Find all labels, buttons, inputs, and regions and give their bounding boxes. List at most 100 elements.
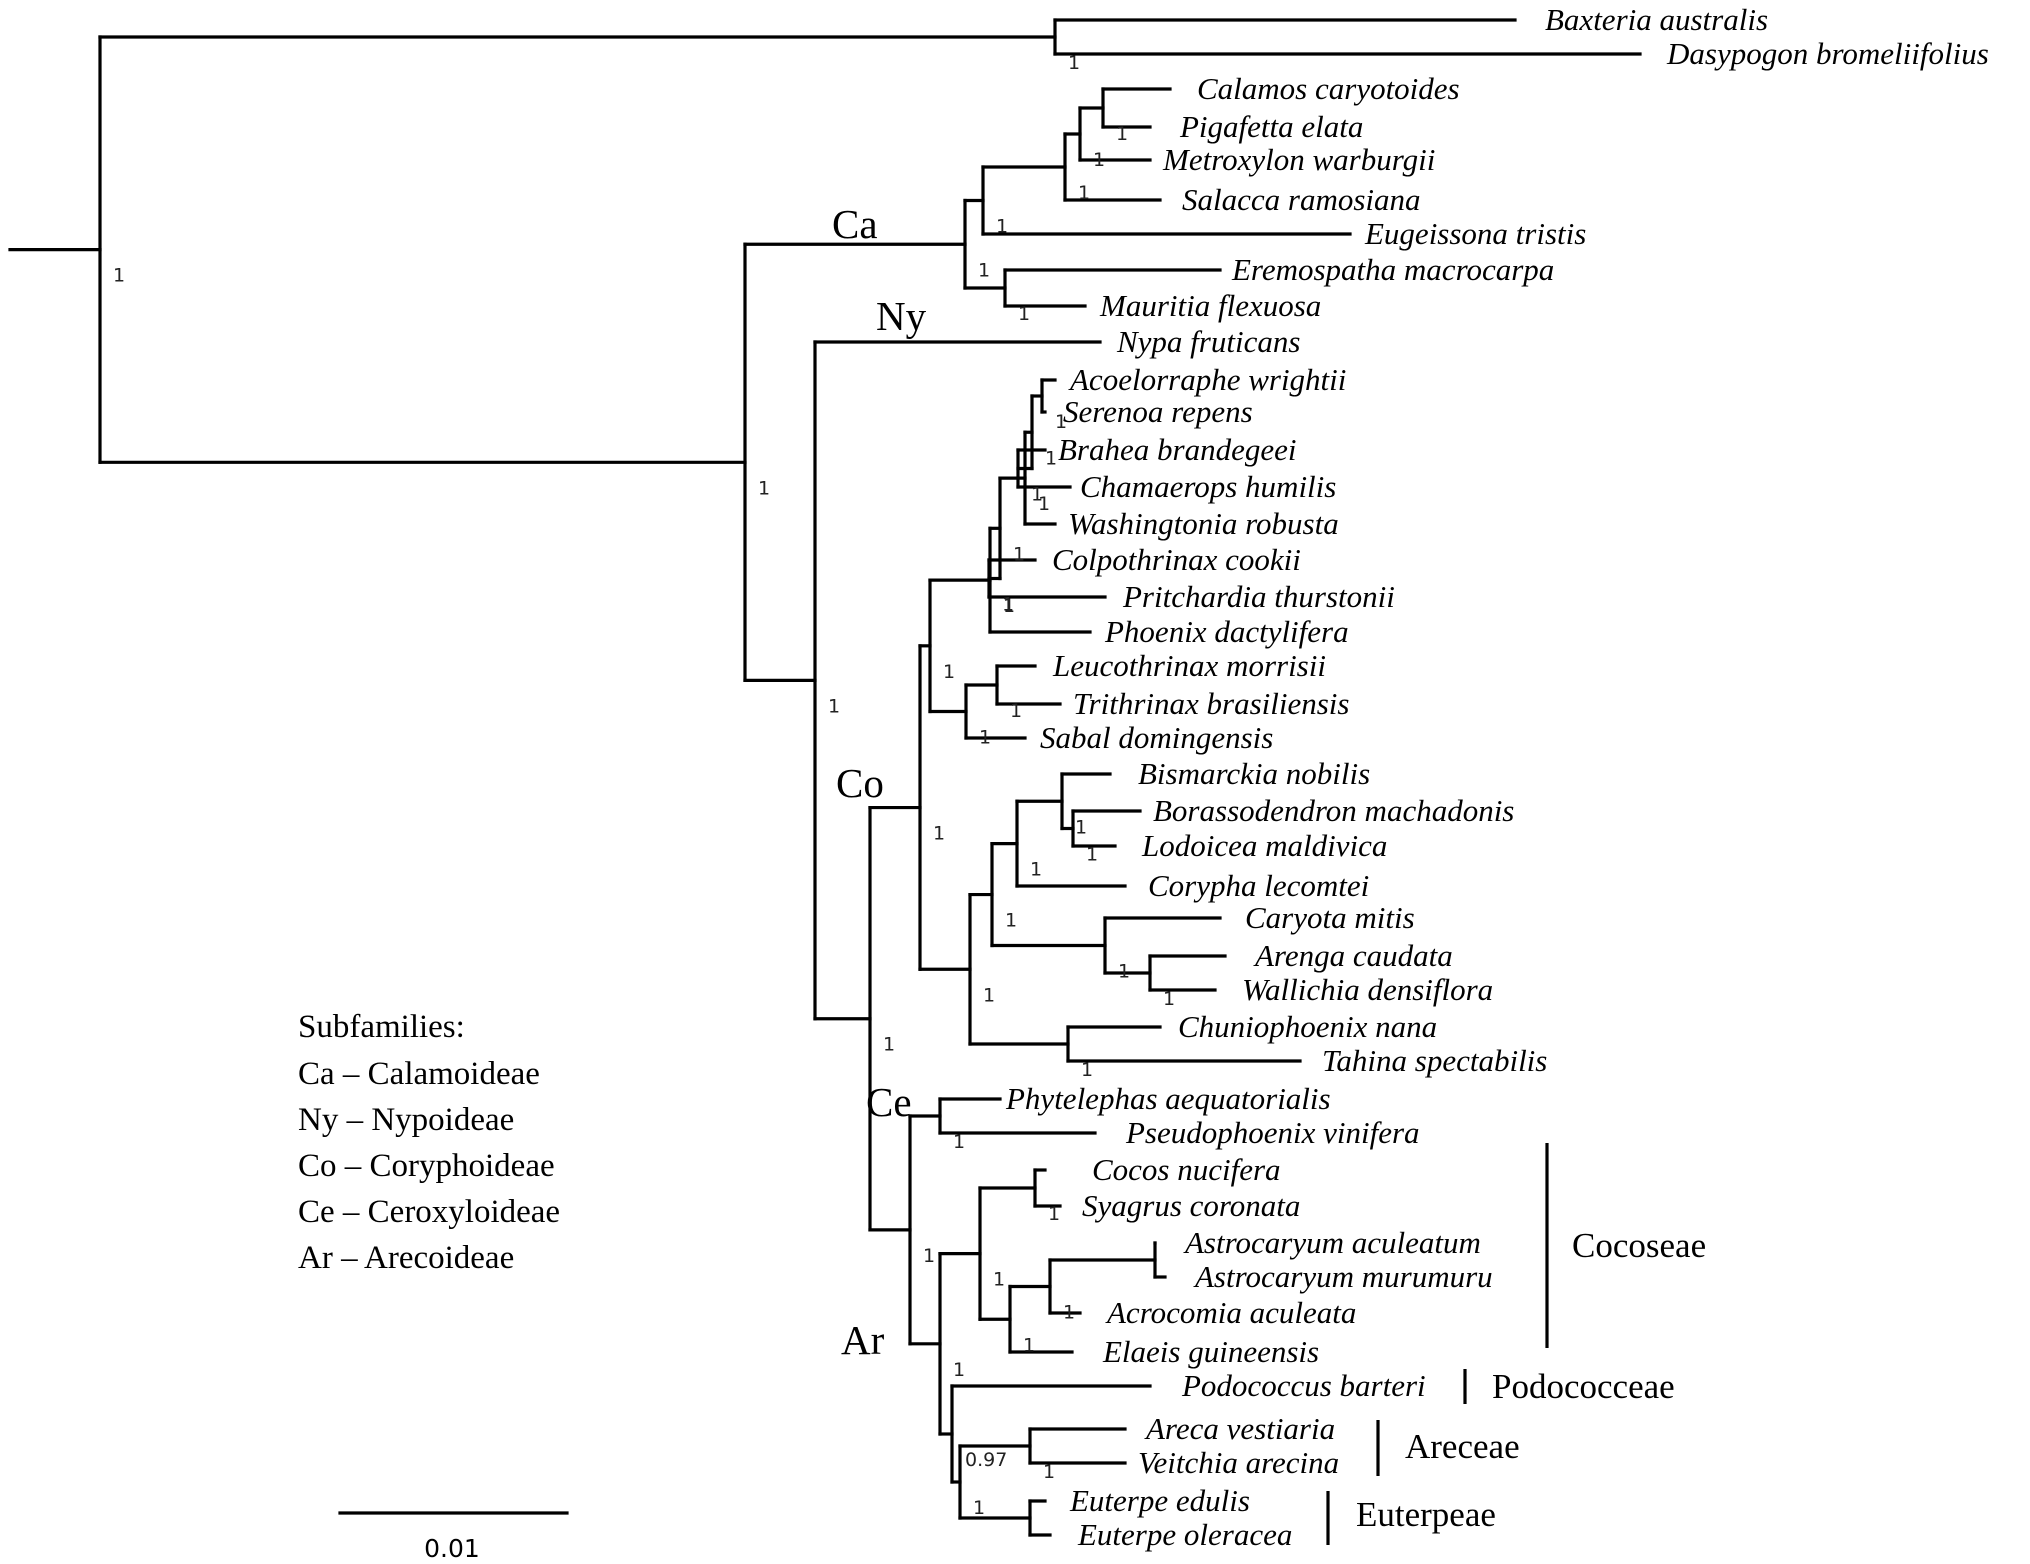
support-value: 1	[1078, 182, 1090, 204]
taxon-label: Wallichia densiflora	[1242, 972, 1493, 1007]
support-value: 0.97	[965, 1449, 1007, 1471]
taxon-label: Podococcus barteri	[1181, 1368, 1426, 1403]
support-value: 1	[953, 1131, 965, 1153]
legend-item: Ca – Calamoideae	[298, 1056, 540, 1092]
support-value: 1	[1043, 1461, 1055, 1483]
support-value: 1	[923, 1245, 935, 1267]
support-value: 1	[1030, 859, 1042, 881]
support-value: 1	[993, 1269, 1005, 1291]
taxon-label: Bismarckia nobilis	[1138, 756, 1370, 791]
taxon-label: Pritchardia thurstonii	[1122, 579, 1395, 614]
subfamily-label: Ar	[841, 1317, 885, 1363]
support-value: 1	[1116, 123, 1128, 145]
support-value: 1	[983, 984, 995, 1006]
subfamily-label: Ce	[866, 1079, 912, 1125]
taxon-label: Euterpe oleracea	[1077, 1517, 1292, 1552]
taxon-label: Phytelephas aequatorialis	[1005, 1081, 1331, 1116]
support-value: 1	[113, 265, 125, 287]
support-value: 1	[1055, 411, 1067, 433]
taxon-label: Cocos nucifera	[1092, 1152, 1281, 1187]
support-value: 1	[1013, 543, 1025, 565]
taxon-label: Washingtonia robusta	[1068, 506, 1339, 541]
taxon-label: Astrocaryum aculeatum	[1183, 1225, 1481, 1260]
support-value: 1	[1068, 52, 1080, 74]
support-value: 1	[758, 477, 770, 499]
support-value: 1	[1093, 149, 1105, 171]
taxon-label: Borassodendron machadonis	[1153, 793, 1514, 828]
tribe-label: Areceae	[1405, 1427, 1520, 1466]
tree-branches	[8, 18, 1642, 1537]
support-value: 1	[1045, 447, 1057, 469]
support-value: 1	[973, 1497, 985, 1519]
support-value: 1	[953, 1359, 965, 1381]
support-value: 1	[1075, 816, 1087, 838]
support-values: 1111111111111111111111111111111110.97111…	[113, 52, 1175, 1519]
support-value: 1	[1002, 594, 1014, 616]
taxon-label: Tahina spectabilis	[1322, 1043, 1547, 1078]
taxon-label: Pseudophoenix vinifera	[1125, 1115, 1420, 1150]
support-value: 1	[1031, 484, 1043, 506]
legend-item: Ce – Ceroxyloideae	[298, 1194, 560, 1230]
support-value: 1	[996, 216, 1008, 238]
taxon-label: Elaeis guineensis	[1102, 1334, 1319, 1369]
support-value: 1	[1086, 844, 1098, 866]
support-value: 1	[828, 695, 840, 717]
taxon-label: Caryota mitis	[1245, 900, 1415, 935]
taxon-label: Colpothrinax cookii	[1052, 542, 1301, 577]
tribe-label: Euterpeae	[1356, 1495, 1496, 1534]
taxon-label: Baxteria australis	[1545, 2, 1768, 37]
subfamily-label: Ca	[832, 201, 878, 247]
legend-item: Co – Coryphoideae	[298, 1148, 555, 1184]
legend-item: Ar – Arecoideae	[298, 1240, 514, 1276]
taxon-label: Chuniophoenix nana	[1178, 1009, 1437, 1044]
legend-item: Ny – Nypoideae	[298, 1102, 514, 1138]
support-value: 1	[1063, 1302, 1075, 1324]
support-value: 1	[1003, 595, 1015, 617]
taxon-label: Trithrinax brasiliensis	[1073, 686, 1349, 721]
subfamily-legend: Subfamilies: Ca – Calamoideae Ny – Nypoide…	[298, 1009, 560, 1276]
legend-title: Subfamilies:	[298, 1009, 465, 1045]
taxon-label: Veitchia arecina	[1138, 1445, 1339, 1480]
taxon-label: Acoelorraphe wrightii	[1068, 362, 1346, 397]
taxon-label: Pigafetta elata	[1179, 109, 1363, 144]
taxon-label: Serenoa repens	[1063, 394, 1253, 429]
support-value: 1	[979, 727, 991, 749]
taxon-label: Euterpe edulis	[1069, 1483, 1250, 1518]
taxon-label: Leucothrinax morrisii	[1052, 648, 1326, 683]
taxon-label: Calamos caryotoides	[1197, 71, 1460, 106]
taxon-label: Areca vestiaria	[1144, 1411, 1335, 1446]
support-value: 1	[1163, 988, 1175, 1010]
scale-bar: 0.01	[338, 1511, 569, 1563]
support-value: 1	[978, 259, 990, 281]
support-value: 1	[1023, 1334, 1035, 1356]
support-value: 1	[1081, 1059, 1093, 1081]
taxon-label: Phoenix dactylifera	[1104, 614, 1349, 649]
taxon-label: Brahea brandegeei	[1058, 432, 1296, 467]
tribe-label: Podococceae	[1492, 1367, 1675, 1406]
support-value: 1	[933, 823, 945, 845]
taxon-label: Dasypogon bromeliifolius	[1666, 36, 1989, 71]
support-value: 1	[1038, 493, 1050, 515]
taxon-label: Arenga caudata	[1253, 938, 1453, 973]
support-value: 1	[1048, 1203, 1060, 1225]
scale-bar-label: 0.01	[424, 1534, 480, 1563]
taxon-label: Salacca ramosiana	[1182, 182, 1421, 217]
support-value: 1	[1118, 961, 1130, 983]
subfamily-label: Co	[836, 760, 884, 806]
taxon-label: Syagrus coronata	[1082, 1188, 1300, 1223]
subfamily-label: Ny	[876, 293, 927, 339]
support-value: 1	[943, 661, 955, 683]
support-value: 1	[883, 1034, 895, 1056]
taxon-label: Lodoicea maldivica	[1141, 828, 1387, 863]
taxon-label: Acrocomia aculeata	[1105, 1295, 1356, 1330]
support-value: 1	[1010, 700, 1022, 722]
taxon-label: Chamaerops humilis	[1080, 469, 1336, 504]
support-value: 1	[1018, 303, 1030, 325]
taxon-label: Metroxylon warburgii	[1162, 142, 1435, 177]
taxon-label: Astrocaryum murumuru	[1193, 1259, 1493, 1294]
taxon-label: Eugeissona tristis	[1364, 216, 1586, 251]
